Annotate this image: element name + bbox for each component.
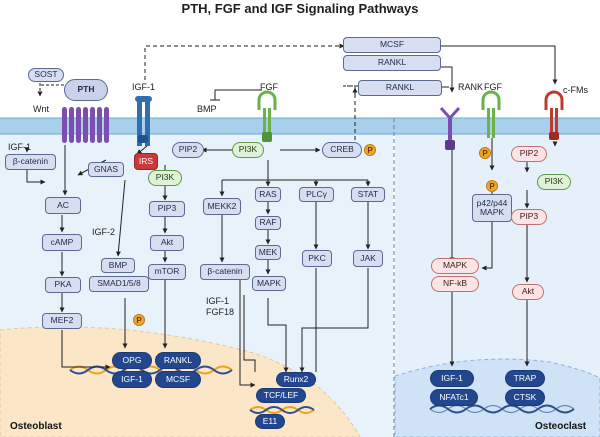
fgf-receptor-label: FGF (260, 82, 278, 92)
fgf-right-receptor-label: FGF (484, 82, 502, 92)
rankl-gene: RANKL (155, 352, 201, 369)
irs-node: IRS (134, 153, 158, 170)
phospho-creb-icon: P (364, 144, 376, 156)
osteoblast-label: Osteoblast (10, 421, 62, 432)
mef2-node: MEF2 (42, 313, 82, 329)
igf1-side-label: IGF-1 (8, 142, 32, 152)
diagram-title: PTH, FGF and IGF Signaling Pathways (181, 1, 419, 16)
trap-gene: TRAP (505, 370, 545, 387)
rank-receptor-icon (439, 106, 461, 150)
dna-helix-icon (429, 404, 575, 414)
cfms-receptor-icon (544, 90, 564, 140)
rankl-secreted-a: RANKL (343, 55, 441, 71)
pip2-node-a: PIP2 (172, 142, 204, 158)
mcsf-gene: MCSF (155, 371, 201, 388)
rank-receptor-label: RANK (458, 82, 484, 92)
pip3-node-a: PIP3 (149, 201, 185, 217)
igf1-receptor-label: IGF-1 (132, 82, 156, 92)
wnt-label: Wnt (33, 104, 50, 114)
jak-node: JAK (353, 250, 383, 267)
pip2-node-right: PIP2 (511, 146, 547, 162)
e11-gene: E11 (255, 414, 285, 429)
beta-catenin-node: β-catenin (5, 154, 56, 170)
pi3k-node-right: PI3K (537, 174, 571, 190)
pip3-node-right: PIP3 (511, 209, 547, 225)
nfatc1-gene: NFATc1 (430, 389, 478, 406)
fgf-receptor-icon (257, 90, 277, 142)
p42-p44-line-2: MAPK (479, 207, 505, 217)
sost-ligand: SOST (28, 68, 64, 82)
igf1-fgf18-line-2: FGF18 (206, 307, 235, 317)
p42-p44-mapk-node: p42/p44 MAPK (472, 194, 512, 222)
igf1-fgf18-line-1: IGF-1 (206, 296, 230, 306)
igf2-label: IGF-2 (92, 227, 116, 237)
tcf-lef-gene: TCF/LEF (256, 388, 306, 403)
pth-ligand: PTH (64, 79, 108, 101)
osteoclast-label: Osteoclast (535, 421, 587, 432)
ctsk-gene: CTSK (505, 389, 545, 406)
igf1-receptor-icon (135, 96, 152, 146)
bmp-label: BMP (197, 104, 217, 114)
mek-node: MEK (255, 245, 281, 260)
fgf-receptor-icon (481, 90, 501, 138)
creb-node: CREB (322, 142, 362, 158)
camp-node: cAMP (42, 234, 82, 251)
akt-node-a: Akt (150, 235, 184, 251)
raf-node: RAF (255, 216, 281, 230)
nfkb-node: NF-kB (431, 276, 479, 292)
phospho-smad-icon: P (133, 314, 145, 326)
mapk-node-right: MAPK (431, 258, 479, 274)
pi3k-node-a: PI3K (148, 170, 182, 186)
mekk2-node: MEKK2 (203, 198, 241, 215)
pi3k-node-b: PI3K (232, 142, 264, 158)
bmp-node: BMP (101, 258, 135, 273)
opg-gene: OPG (112, 352, 152, 369)
akt-node-right: Akt (512, 284, 544, 300)
mapk-node: MAPK (252, 276, 286, 291)
pkc-node: PKC (302, 250, 332, 267)
cfms-receptor-label: c-FMs (563, 85, 588, 95)
p42-p44-line-1: p42/p44 (476, 197, 508, 208)
mtor-node: mTOR (148, 264, 186, 280)
mcsf-secreted: MCSF (343, 37, 441, 53)
plcg-node: PLCγ (299, 187, 334, 202)
pathway-arrows (24, 43, 558, 388)
ac-node: AC (45, 197, 81, 214)
dna-helix-icon (249, 406, 315, 414)
igf1-gene: IGF-1 (112, 371, 152, 388)
ras-node: RAS (255, 187, 281, 202)
gpcr-receptor-icon (62, 107, 109, 143)
gnas-node: GNAS (88, 162, 124, 177)
rankl-secreted-b: RANKL (358, 80, 442, 96)
beta-catenin-node-b: β-catenin (200, 264, 250, 280)
pka-node: PKA (45, 277, 81, 293)
runx2-gene: Runx2 (276, 372, 316, 387)
phospho-fgfr-icon: P (479, 147, 491, 159)
phospho-mapk-icon: P (486, 180, 498, 192)
stat-node: STAT (351, 187, 385, 202)
igf1-fgf18-label: IGF-1 FGF18 (206, 296, 234, 318)
igf1-gene-right: IGF-1 (430, 370, 474, 387)
smad-node: SMAD1/5/8 (89, 276, 149, 292)
